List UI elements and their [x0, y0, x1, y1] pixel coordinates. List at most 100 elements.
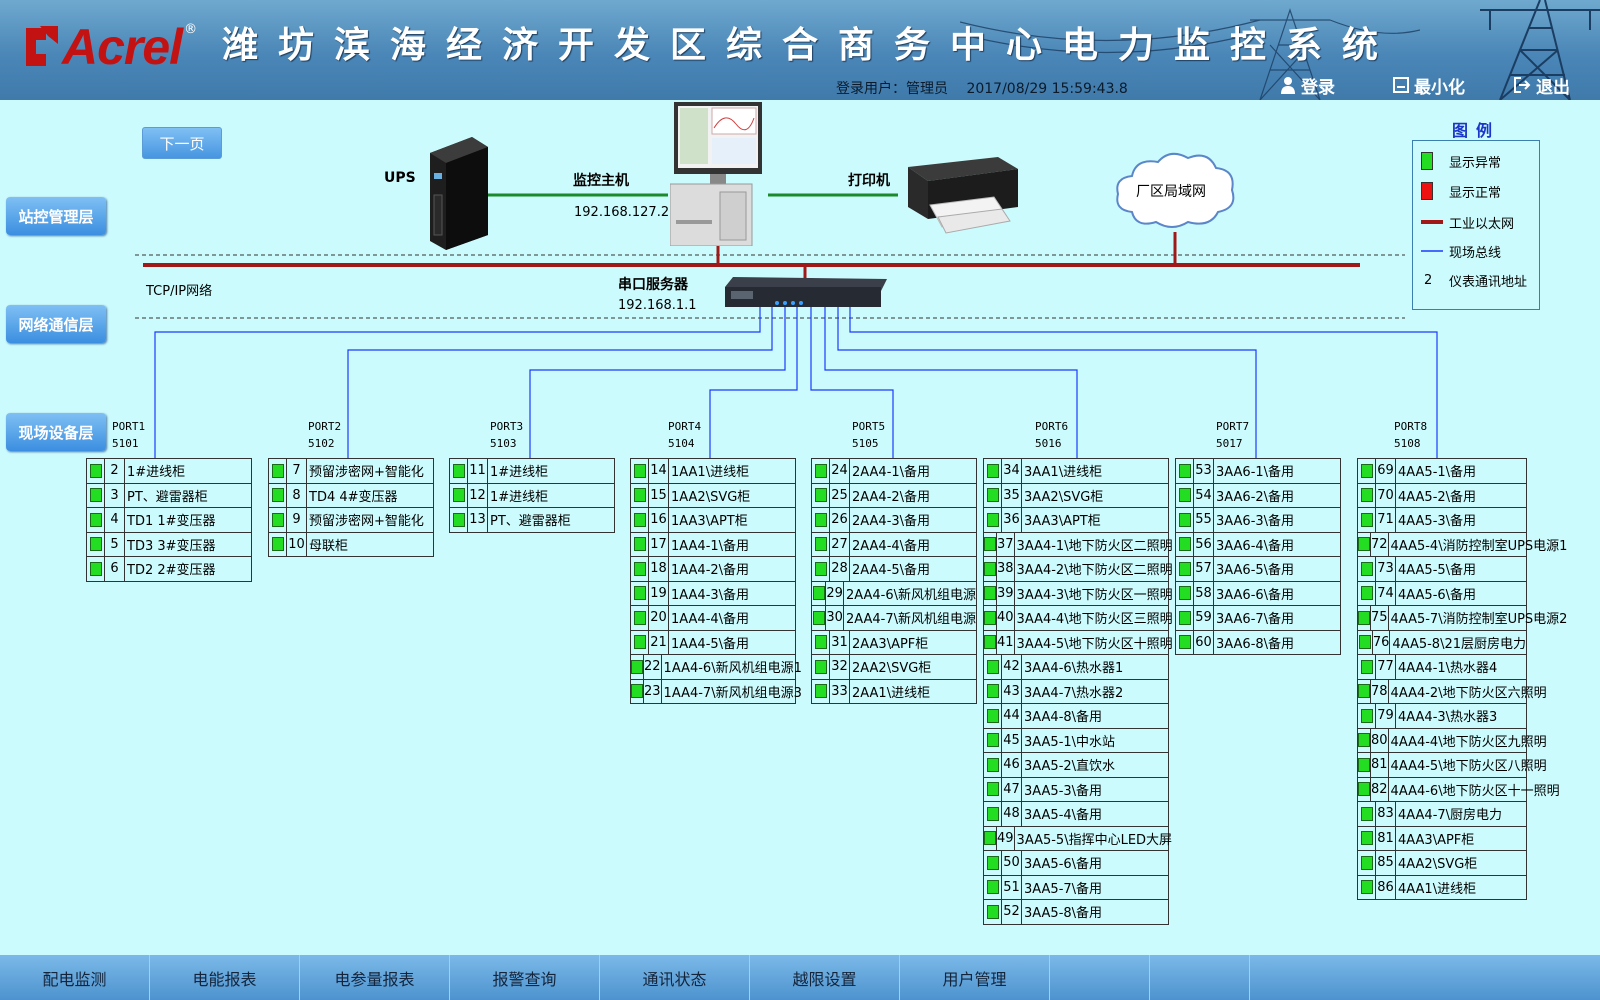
- nav-parameter-report[interactable]: 电参量报表: [300, 955, 450, 1000]
- device-address: 28: [830, 557, 850, 581]
- nav-comm-status[interactable]: 通讯状态: [600, 955, 750, 1000]
- port-name: PORT1: [112, 420, 146, 433]
- nav-energy-report[interactable]: 电能报表: [150, 955, 300, 1000]
- nav-alarm-query[interactable]: 报警查询: [450, 955, 600, 1000]
- next-page-button[interactable]: 下一页: [142, 127, 222, 159]
- device-address: 73: [1376, 557, 1396, 581]
- device-name: 1#进线柜: [127, 465, 186, 481]
- port-name: PORT2: [308, 420, 342, 433]
- device-address: 75: [1371, 606, 1389, 630]
- login-button[interactable]: 登录: [1280, 74, 1335, 98]
- status-led-icon: [269, 459, 287, 483]
- status-led-icon: [812, 508, 830, 532]
- nav-user-management[interactable]: 用户管理: [900, 955, 1050, 1000]
- minimize-icon: [1393, 77, 1409, 93]
- nav-power-monitor[interactable]: 配电监测: [0, 955, 150, 1000]
- device-address: 23: [644, 679, 662, 703]
- exit-button[interactable]: 退出: [1513, 74, 1570, 98]
- status-led-icon: [1176, 581, 1194, 605]
- minimize-button[interactable]: 最小化: [1393, 74, 1465, 98]
- device-address: 14: [649, 459, 669, 483]
- nav-limit-settings[interactable]: 越限设置: [750, 955, 900, 1000]
